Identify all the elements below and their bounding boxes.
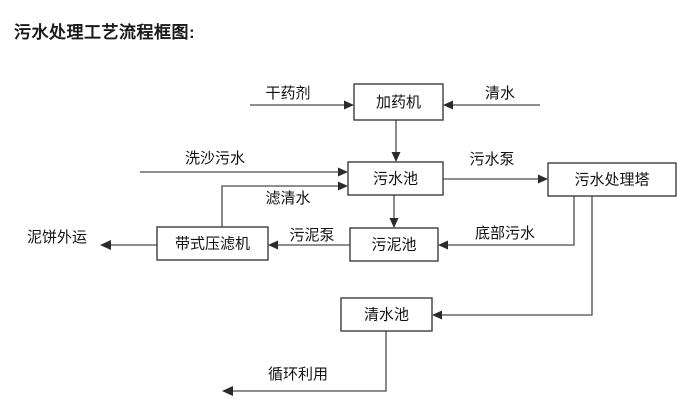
node-wushuichi[interactable]: 污水池 <box>347 161 444 196</box>
node-wushuichi-label: 污水池 <box>373 170 418 187</box>
edge-dibuwushui-to-wunichi <box>438 195 575 250</box>
edge-qingshuichi-to-xunhuanliyong <box>222 331 387 396</box>
edge-label-ganyaoji: 干药剂 <box>265 85 310 102</box>
edge-wushuita-to-wunichi-riser <box>389 195 399 228</box>
node-daishiyalvji-label: 带式压滤机 <box>175 235 250 252</box>
edge-jiayaoji-to-wushuichi <box>391 120 401 162</box>
edge-wushuibeng-to-wushuita <box>443 174 548 184</box>
edge-label-qingshui: 清水 <box>485 85 515 102</box>
edge-label-nibingwaiyun: 泥饼外运 <box>27 229 87 246</box>
edge-ganyaoji-to-jiayaoji <box>250 100 354 110</box>
node-daishiyalvji[interactable]: 带式压滤机 <box>156 226 269 261</box>
node-wunichi[interactable]: 污泥池 <box>349 227 439 262</box>
edge-wushuita-to-qingshuichi <box>432 195 593 320</box>
node-wushuichulita-label: 污水处理塔 <box>574 171 649 188</box>
page-title: 污水处理工艺流程框图: <box>14 23 196 42</box>
edge-label-wushuibeng: 污水泵 <box>469 151 514 168</box>
edge-label-xunhuanliyong: 循环利用 <box>268 366 328 383</box>
edge-label-lvqingshui: 滤清水 <box>265 190 310 207</box>
edge-xishawushui-to-wushuichi <box>140 167 348 177</box>
node-wushuichulita[interactable]: 污水处理塔 <box>547 162 677 197</box>
edge-daishiyalv-to-nibingwaiyun <box>100 240 157 250</box>
node-qingshuichi[interactable]: 清水池 <box>340 297 433 332</box>
edge-wunibeng-to-daishiyalv <box>268 240 350 250</box>
edge-label-wunibeng: 污泥泵 <box>289 227 334 244</box>
node-jiayaoji[interactable]: 加药机 <box>353 83 444 121</box>
node-jiayaoji-label: 加药机 <box>376 94 421 111</box>
edge-label-xishawushui: 洗沙污水 <box>185 150 245 167</box>
edge-qingshui-to-jiayaoji <box>443 100 540 110</box>
node-qingshuichi-label: 清水池 <box>364 306 409 323</box>
edge-lvqingshui-to-wushuichi <box>221 181 348 227</box>
edge-label-dibuwushui: 底部污水 <box>475 225 535 242</box>
node-wunichi-label: 污泥池 <box>371 236 416 253</box>
